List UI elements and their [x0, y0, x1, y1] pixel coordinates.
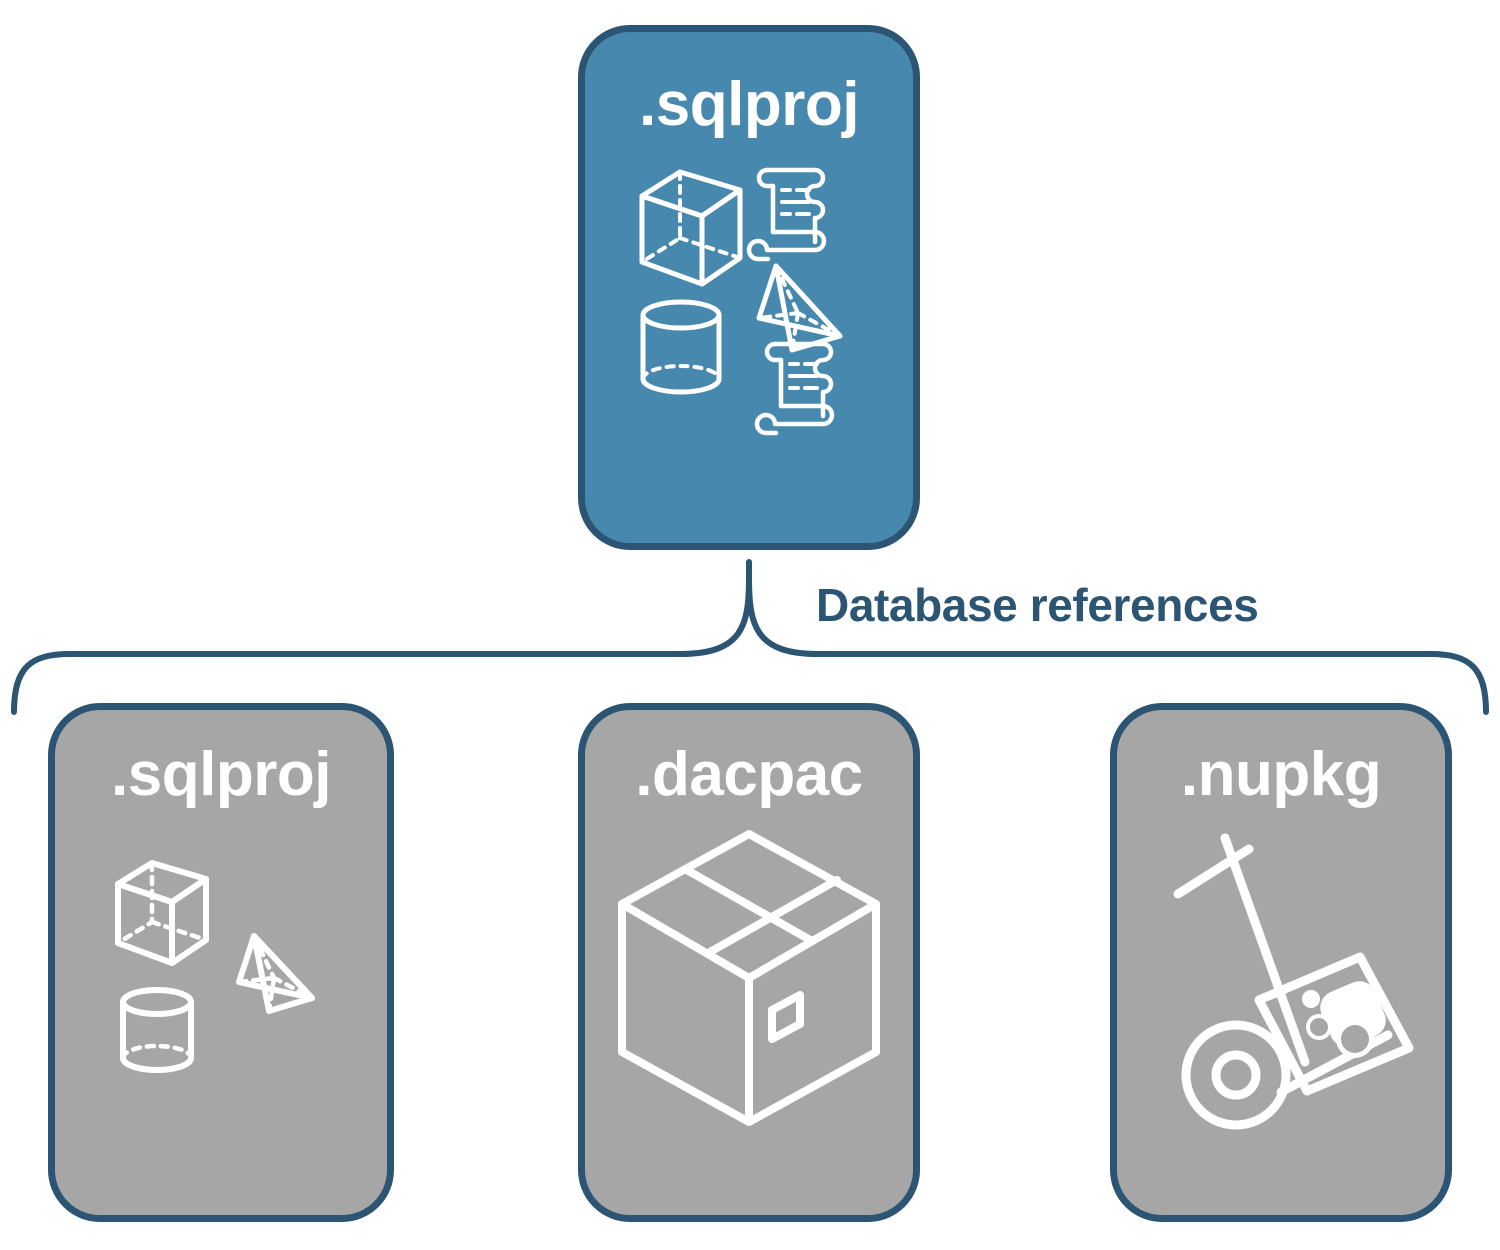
shipping-box-icon — [618, 830, 880, 1126]
card-title: .dacpac — [635, 740, 863, 809]
wireframe-cylinder-icon — [640, 299, 722, 395]
wireframe-cylinder-icon — [120, 987, 194, 1073]
wireframe-cube-icon — [115, 860, 209, 966]
sqlproj-icon-group — [634, 158, 864, 436]
database-references-bracket — [0, 548, 1500, 723]
node-card-sqlproj-root[interactable]: .sqlproj — [578, 25, 920, 550]
nupkg-handtruck-icon-group — [1141, 832, 1421, 1132]
card-title: .sqlproj — [111, 740, 331, 809]
wireframe-pyramid-icon — [236, 933, 315, 1014]
bracket-label: Database references — [816, 579, 1259, 631]
nuget-package-icon — [1254, 952, 1414, 1096]
reference-card-nupkg[interactable]: .nupkg — [1110, 703, 1452, 1222]
card-title: .sqlproj — [639, 70, 859, 139]
scroll-document-icon — [754, 341, 835, 436]
sqlproj-shapes-icon-group — [106, 850, 336, 1080]
wireframe-cube-icon — [639, 169, 743, 287]
dacpac-box-icon-group — [614, 828, 884, 1128]
reference-card-sqlproj[interactable]: .sqlproj — [48, 703, 394, 1222]
scroll-document-icon — [746, 167, 827, 262]
hand-truck-icon — [1173, 833, 1393, 1130]
card-title: .nupkg — [1180, 740, 1382, 809]
reference-card-dacpac[interactable]: .dacpac — [578, 703, 920, 1222]
bracket-left-arm — [11, 575, 752, 715]
wireframe-pyramid-icon — [756, 263, 843, 353]
